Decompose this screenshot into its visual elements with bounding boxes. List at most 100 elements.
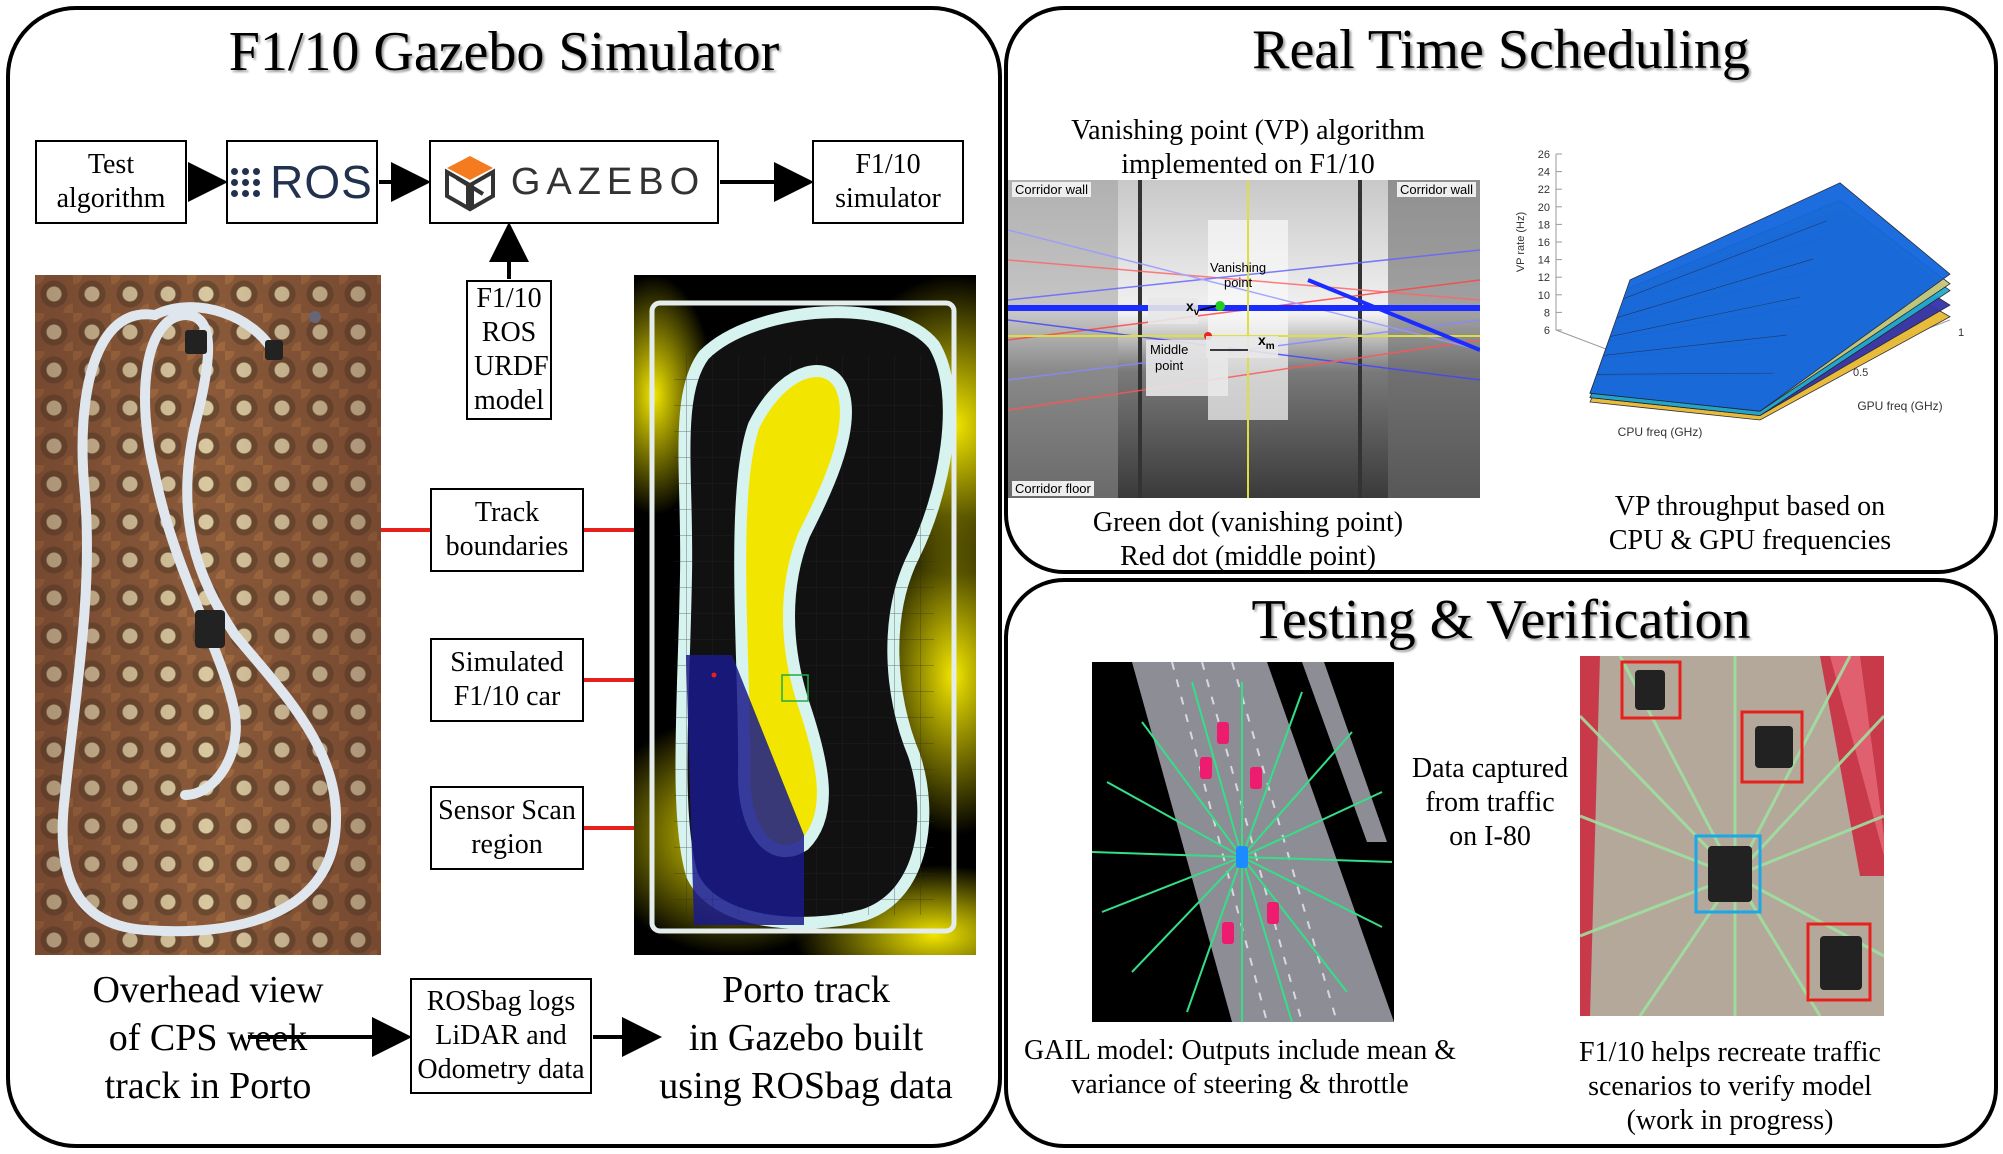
x-axis-label: CPU freq (GHz) [1618,425,1703,439]
xv-sub: v [1193,306,1200,318]
z-tick-label: 10 [1538,290,1550,302]
gail-caption-line: GAIL model: Outputs include mean & [1023,1035,1457,1066]
caption-line: of CPS week [108,1017,308,1059]
overhead-track-photo [35,275,381,955]
rosbag-line: Odometry data [417,1054,585,1085]
f110-caption-line: scenarios to verify model [1588,1071,1872,1102]
simulated-car-label: Simulated F1/10 car [450,647,564,712]
gazebo-panel-title: F1/10 Gazebo Simulator [228,21,780,83]
z-tick-label: 6 [1544,325,1550,337]
xm-base: x [1258,332,1266,348]
gazebo-logo-text: GAZEBO [510,161,706,203]
ros-logo-box: ROS [226,140,378,224]
throughput-caption-line: VP throughput based on [1614,491,1886,522]
caption-line: Overhead view [92,969,324,1011]
xm-label: xm [1258,332,1275,352]
overhead-track-loop [57,302,342,937]
middle-point-label: Middle point [1150,342,1188,374]
f110-caption: F1/10 helps recreate traffic scenarios t… [1520,1036,1940,1138]
z-tick-label: 16 [1538,237,1550,249]
rts-panel-title: Real Time Scheduling [1252,19,1750,81]
highway-gail-image [1092,662,1394,1022]
caption-line: track in Porto [104,1065,312,1107]
surface-mesh-line [1609,296,1801,337]
dot-caption: Green dot (vanishing point) Red dot (mid… [1010,506,1486,574]
z-tick-label: 20 [1538,202,1550,214]
z-tick-label: 18 [1538,219,1550,231]
vp-title: Vanishing point (VP) algorithm implement… [1010,114,1486,182]
surface-mesh-line [1616,258,1814,318]
data-caption-line: on I-80 [1449,821,1531,852]
z-tick-label: 22 [1538,184,1550,196]
f110-cars-svg [1580,656,1884,1016]
throughput-caption-line: CPU & GPU frequencies [1608,525,1892,556]
surface-series-0 [1589,182,1951,412]
caption-line: Porto track [722,969,890,1011]
data-caption-line: from traffic [1425,787,1555,818]
z-tick-label: 14 [1538,255,1550,267]
corridor-floor-label: Corridor floor [1012,481,1094,496]
mp-label-line: Middle [1150,342,1189,357]
gail-caption-line: variance of steering & throttle [1071,1069,1409,1100]
z-tick-label: 12 [1538,272,1550,284]
corridor-wall-right-label: Corridor wall [1397,182,1476,197]
test-algorithm-label: Test algorithm [56,149,166,214]
gazebo-cube-icon [444,156,495,212]
ros-dots-icon [231,167,261,197]
simulated-car-box: Simulated F1/10 car [430,638,584,722]
urdf-model-label: F1/10 ROS URDF model [474,283,549,416]
corridor-wall-left-label: Corridor wall [1012,182,1091,197]
z-tick-label: 26 [1538,149,1550,161]
throughput-caption: VP throughput based on CPU & GPU frequen… [1520,490,1980,558]
corridor-vp-image: Corridor wall Corridor wall Corridor flo… [1008,180,1480,498]
porto-track-caption: Porto track in Gazebo built using ROSbag… [628,966,984,1110]
surface-mesh-line [1603,334,1787,356]
gail-caption: GAIL model: Outputs include mean & varia… [1010,1034,1470,1102]
surface-mesh-line [1596,372,1774,375]
rosbag-line: LiDAR and [435,1020,567,1051]
sensor-scan-box: Sensor Scan region [430,786,584,870]
xm-sub: m [1265,340,1275,352]
track-boundaries-box: Track boundaries [430,488,584,572]
vp-label-line: point [1223,275,1253,290]
ros-logo-text: ROS [270,156,373,208]
f110-caption-line: (work in progress) [1626,1105,1834,1136]
dot-caption-line: Green dot (vanishing point) [1092,507,1404,538]
gazebo-track-svg [634,275,976,955]
gazebo-track-render [634,275,976,955]
mp-label-line: point [1155,358,1184,373]
vanishing-point-label: Vanishing point [1210,260,1266,290]
xv-base: x [1186,298,1194,314]
vp-title-line: Vanishing point (VP) algorithm [1071,115,1425,146]
rosbag-line: ROSbag logs [426,986,576,1017]
z-axis-label: VP rate (Hz) [1515,212,1527,272]
data-captured-caption: Data captured from traffic on I-80 [1400,752,1580,854]
f110-cars-image [1580,656,1884,1016]
dot-caption-line: Red dot (middle point) [1120,541,1376,572]
y-tick-label: 1 [1958,327,1964,339]
sensor-scan-label: Sensor Scan region [438,795,576,860]
y-tick-label: 0.5 [1853,367,1868,379]
f110-simulator-box: F1/10 simulator [812,140,964,224]
urdf-model-box: F1/10 ROS URDF model [466,280,552,420]
test-algorithm-box: Test algorithm [35,140,187,224]
z-tick-label: 8 [1544,307,1550,319]
f110-simulator-label: F1/10 simulator [835,149,941,214]
y-axis-label: GPU freq (GHz) [1857,399,1942,413]
caption-line: in Gazebo built [688,1017,924,1059]
data-caption-line: Data captured [1411,753,1569,784]
z-tick-label: 24 [1538,167,1550,179]
gazebo-logo-box: GAZEBO [429,140,719,224]
f110-caption-line: F1/10 helps recreate traffic [1579,1037,1881,1068]
corridor-lines [1008,180,1480,498]
vp-label-line: Vanishing [1210,260,1267,275]
surface-mesh-line [1623,220,1827,300]
rosbag-logs-box: ROSbag logs LiDAR and Odometry data [410,978,592,1094]
highway-svg [1092,662,1394,1022]
caption-line: using ROSbag data [659,1065,953,1107]
overhead-view-caption: Overhead view of CPS week track in Porto [30,966,386,1110]
xv-label: xv [1186,298,1199,318]
track-boundaries-label: Track boundaries [445,497,569,562]
vp-title-line: implemented on F1/10 [1121,149,1375,180]
